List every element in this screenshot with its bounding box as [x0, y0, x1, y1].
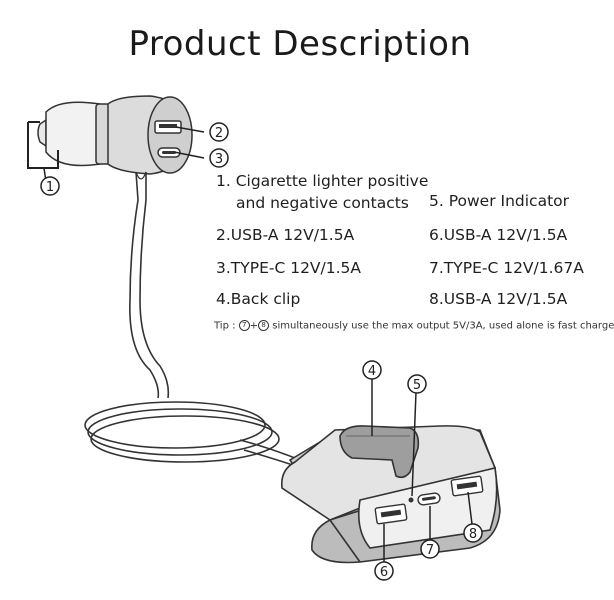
product-illustration: 1 2 3 4 5 6 7 8	[27, 95, 501, 581]
svg-text:1: 1	[46, 180, 54, 195]
svg-text:5: 5	[413, 378, 421, 393]
tip-note: Tip : 7+8 simultaneously use the max out…	[214, 320, 614, 332]
spec-6: 6.USB-A 12V/1.5A	[429, 226, 568, 244]
spec-3: 3.TYPE-C 12V/1.5A	[216, 259, 362, 277]
svg-text:8: 8	[469, 527, 477, 542]
svg-text:4: 4	[368, 364, 376, 379]
svg-text:3: 3	[215, 152, 223, 167]
page-title: Product Description	[128, 24, 472, 64]
spec-5: 5. Power Indicator	[429, 192, 569, 210]
callout-3: 3	[209, 148, 229, 168]
svg-text:6: 6	[380, 565, 388, 580]
hub-type-c-port-7	[417, 492, 441, 506]
hub-usb-a-port-8	[450, 475, 484, 497]
tip-num-7: 7	[238, 320, 250, 331]
svg-text:7: 7	[426, 543, 434, 558]
callout-7: 7	[420, 539, 440, 559]
callout-2: 2	[209, 122, 229, 142]
callout-1: 1	[40, 176, 60, 196]
spec-4: 4.Back clip	[216, 290, 301, 308]
callout-6: 6	[374, 561, 394, 581]
spec-7: 7.TYPE-C 12V/1.67A	[429, 259, 584, 277]
back-clip	[339, 425, 420, 479]
callout-4: 4	[362, 360, 382, 380]
hub-usb-a-port-6	[374, 503, 408, 525]
tip-text: simultaneously use the max output 5V/3A,…	[272, 320, 614, 332]
contact-bracket	[27, 122, 59, 169]
spec-1-line-1: 1. Cigarette lighter positive	[216, 172, 429, 190]
spec-8: 8.USB-A 12V/1.5A	[429, 290, 568, 308]
spec-1-line-2: and negative contacts	[236, 194, 409, 212]
tip-num-8: 8	[258, 320, 270, 331]
tip-plus: +	[249, 320, 259, 332]
callout-8: 8	[463, 523, 483, 543]
hub-callout-lines	[371, 378, 473, 562]
callout-5: 5	[407, 374, 427, 394]
svg-text:2: 2	[215, 126, 223, 141]
power-indicator-led	[408, 497, 414, 503]
spec-2: 2.USB-A 12V/1.5A	[216, 226, 355, 244]
car-charger-plug	[37, 95, 193, 175]
tip-prefix: Tip :	[214, 320, 236, 332]
